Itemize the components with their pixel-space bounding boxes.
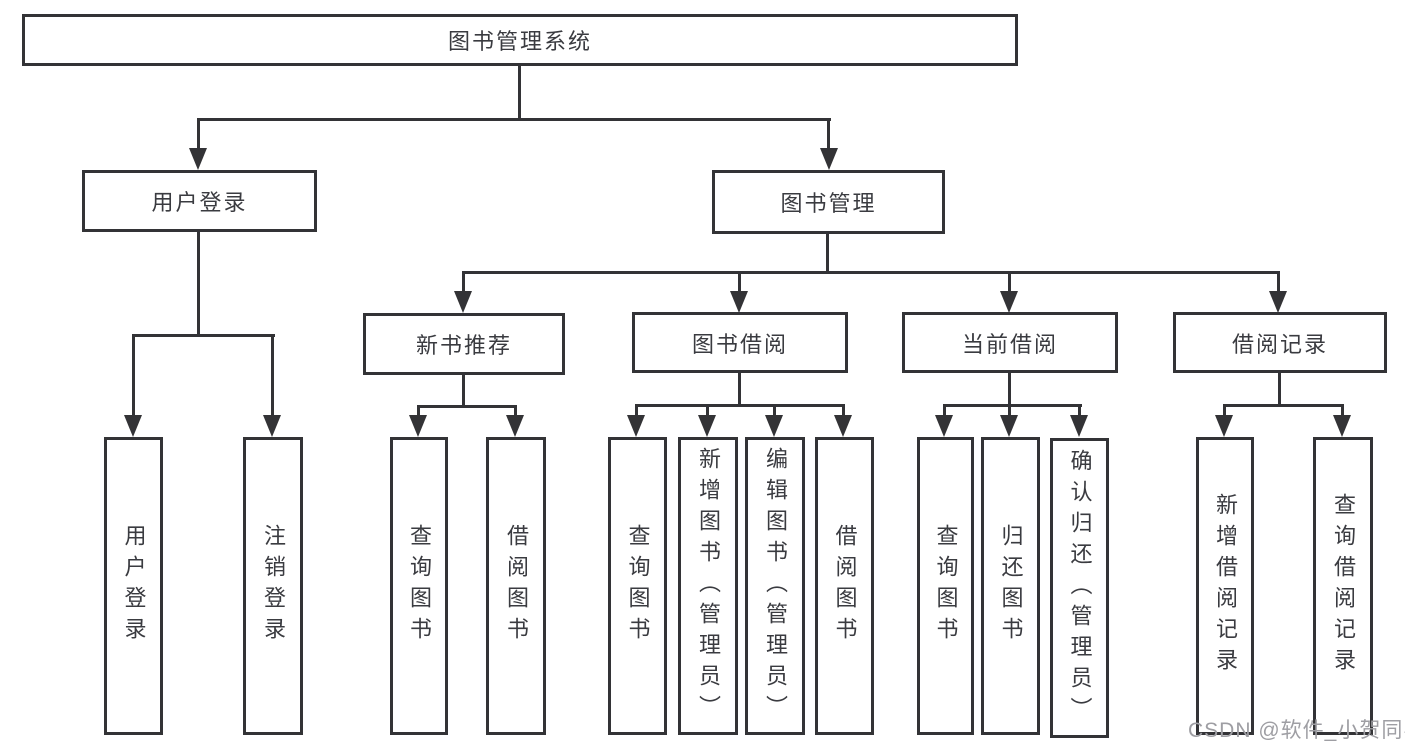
leaf-borrow-query-book-label: 查询图书: [625, 524, 651, 648]
node-root-label: 图书管理系统: [447, 29, 592, 54]
arrow-down-icon: [1333, 415, 1351, 437]
connector-drop: [1078, 404, 1081, 419]
leaf-record-query-record-label: 查询借阅记录: [1331, 493, 1356, 679]
connector-stem: [1008, 373, 1011, 407]
leaf-record-add-record-label: 新增借阅记录: [1213, 493, 1238, 679]
leaf-newbook-query-book-label: 查询图书: [407, 524, 432, 648]
leaf-newbook-query-book: 查询图书: [390, 437, 448, 735]
connector-drop: [271, 334, 274, 418]
connector-bar: [943, 404, 1082, 407]
node-book-borrow: 图书借阅: [632, 312, 848, 373]
arrow-down-icon: [124, 415, 142, 437]
arrow-down-icon: [1000, 415, 1018, 437]
arrow-down-icon: [506, 415, 524, 437]
arrow-down-icon: [730, 291, 748, 313]
leaf-logout-label: 注销登录: [261, 524, 286, 648]
csdn-watermark: CSDN @软件_小贺同学: [1188, 719, 1405, 742]
connector-stem: [738, 373, 741, 407]
leaf-user-login: 用户登录: [104, 437, 163, 735]
arrow-down-icon: [1215, 415, 1233, 437]
leaf-current-return-book: 归还图书: [981, 437, 1040, 735]
connector-drop: [462, 271, 465, 296]
connector-drop: [943, 404, 946, 419]
node-new-book-recommend: 新书推荐: [363, 313, 565, 375]
node-current-borrow: 当前借阅: [902, 312, 1118, 373]
leaf-user-login-label: 用户登录: [121, 524, 147, 648]
connector-bar: [197, 118, 831, 121]
leaf-borrow-add-book-admin-label: 新增图书（管理员）: [696, 446, 721, 726]
leaf-borrow-borrow-book-label: 借阅图书: [832, 524, 858, 648]
connector-drop: [635, 404, 638, 419]
connector-stem: [826, 234, 829, 274]
connector-drop: [773, 404, 776, 419]
connector-bar: [417, 405, 517, 408]
connector-drop: [1008, 404, 1011, 419]
leaf-borrow-edit-book-admin-label: 编辑图书（管理员）: [763, 446, 788, 726]
connector-drop: [738, 271, 741, 296]
node-book-borrow-label: 图书借阅: [691, 331, 788, 357]
leaf-newbook-borrow-book-label: 借阅图书: [504, 524, 529, 648]
arrow-down-icon: [454, 291, 472, 313]
connector-drop: [706, 404, 709, 419]
node-current-borrow-label: 当前借阅: [961, 331, 1058, 357]
connector-stem: [1278, 373, 1281, 407]
arrow-down-icon: [1000, 291, 1018, 313]
arrow-down-icon: [1269, 291, 1287, 313]
connector-drop: [417, 405, 420, 419]
leaf-logout: 注销登录: [243, 437, 303, 735]
connector-drop: [132, 334, 135, 418]
leaf-borrow-add-book-admin: 新增图书（管理员）: [678, 437, 738, 735]
leaf-borrow-query-book: 查询图书: [608, 437, 667, 735]
connector-drop: [1277, 271, 1280, 296]
leaf-borrow-edit-book-admin: 编辑图书（管理员）: [745, 437, 805, 735]
leaf-current-confirm-return-admin: 确认归还（管理员）: [1050, 438, 1109, 738]
connector-stem: [518, 66, 521, 121]
node-book-management: 图书管理: [712, 170, 945, 234]
leaf-current-confirm-return-admin-label: 确认归还（管理员）: [1067, 448, 1093, 728]
node-root: 图书管理系统: [22, 14, 1018, 66]
connector-drop: [197, 118, 200, 154]
node-user-login: 用户登录: [82, 170, 317, 232]
arrow-down-icon: [820, 148, 838, 170]
connector-drop: [1223, 404, 1226, 419]
connector-drop: [514, 405, 517, 419]
leaf-newbook-borrow-book: 借阅图书: [486, 437, 546, 735]
connector-drop: [842, 404, 845, 419]
node-user-login-label: 用户登录: [151, 190, 248, 215]
leaf-borrow-borrow-book: 借阅图书: [815, 437, 874, 735]
connector-stem: [197, 232, 200, 337]
arrow-down-icon: [409, 415, 427, 437]
arrow-down-icon: [834, 415, 852, 437]
leaf-current-query-book-label: 查询图书: [933, 524, 959, 648]
arrow-down-icon: [189, 148, 207, 170]
leaf-current-return-book-label: 归还图书: [998, 524, 1024, 648]
leaf-current-query-book: 查询图书: [917, 437, 974, 735]
connector-drop: [1008, 271, 1011, 296]
leaf-record-query-record: 查询借阅记录: [1313, 437, 1373, 735]
connector-stem: [462, 375, 465, 408]
connector-bar: [462, 271, 1280, 274]
arrow-down-icon: [698, 415, 716, 437]
connector-bar: [1223, 404, 1344, 407]
connector-bar: [132, 334, 275, 337]
connector-bar: [635, 404, 845, 407]
node-borrow-record: 借阅记录: [1173, 312, 1387, 373]
arrow-down-icon: [765, 415, 783, 437]
arrow-down-icon: [627, 415, 645, 437]
arrow-down-icon: [263, 415, 281, 437]
node-new-book-recommend-label: 新书推荐: [415, 333, 512, 358]
node-book-management-label: 图书管理: [780, 191, 877, 216]
connector-drop: [1341, 404, 1344, 419]
arrow-down-icon: [935, 415, 953, 437]
arrow-down-icon: [1070, 415, 1088, 437]
leaf-record-add-record: 新增借阅记录: [1196, 437, 1254, 735]
connector-drop: [827, 118, 830, 154]
node-borrow-record-label: 借阅记录: [1231, 331, 1328, 357]
